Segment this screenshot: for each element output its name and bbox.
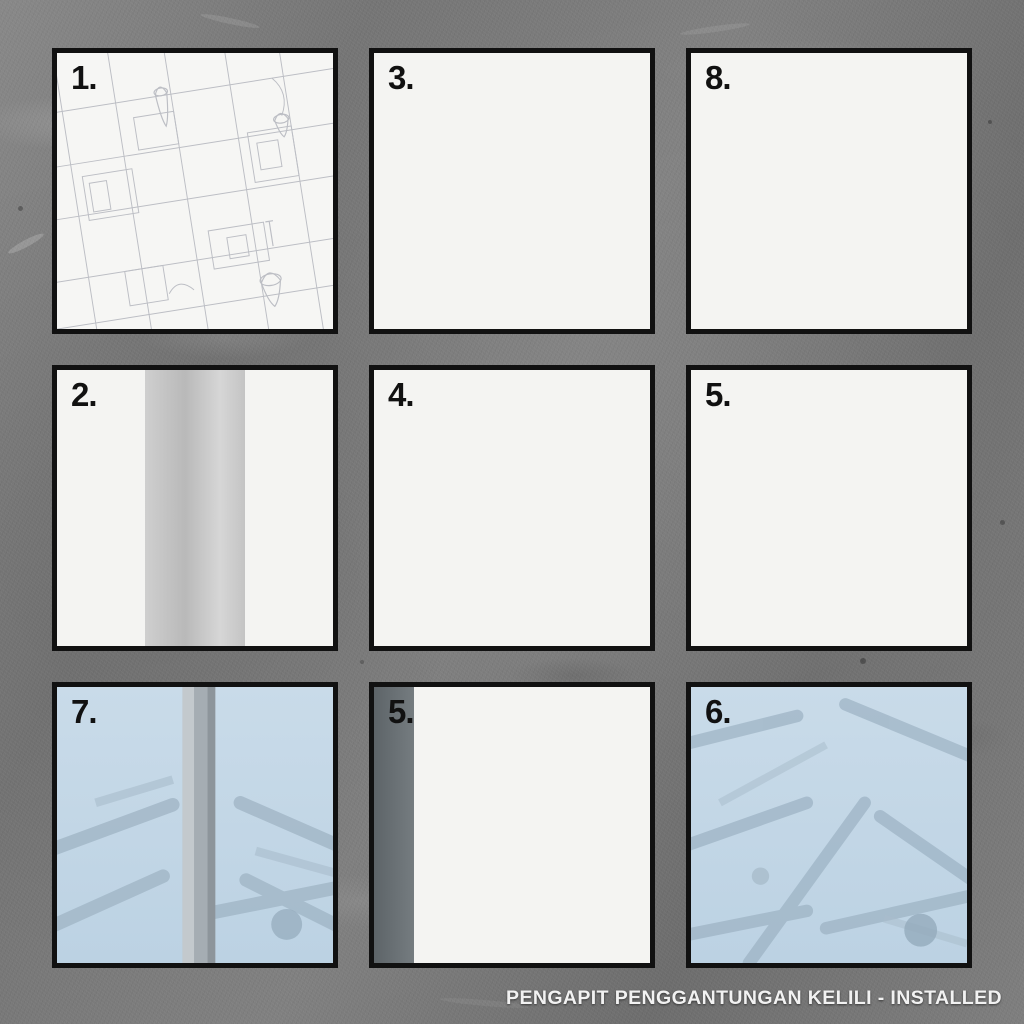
dark-post: [374, 687, 414, 963]
panel-number: 5.: [388, 693, 415, 730]
texture-speck: [360, 660, 364, 664]
plain-background: [374, 53, 650, 329]
panel-step-4: 4.: [369, 365, 655, 651]
vertical-post: [145, 370, 245, 646]
panel-number: 3.: [388, 59, 415, 96]
panel-step-6: 6.: [686, 682, 972, 968]
instruction-grid: 1.: [52, 48, 972, 968]
poster-caption: PENGAPIT PENGGANTUNGAN KELILI - INSTALLE…: [506, 987, 1002, 1009]
panel-number: 6.: [705, 693, 732, 730]
panel-number: 5.: [705, 376, 732, 413]
plain-background: [691, 53, 967, 329]
sky-background: [57, 687, 333, 963]
column-background: [57, 370, 333, 646]
blueprint-background: [57, 53, 333, 329]
plain-background: [374, 370, 650, 646]
panel-step-5b: 5.: [369, 682, 655, 968]
panel-number: 4.: [388, 376, 415, 413]
texture-speck: [860, 658, 866, 664]
panel-step-1: 1.: [52, 48, 338, 334]
texture-speck: [18, 206, 23, 211]
panel-number: 2.: [71, 376, 98, 413]
texture-speck: [1000, 520, 1005, 525]
plain-background: [374, 687, 650, 963]
plain-background: [691, 370, 967, 646]
panel-step-8: 8.: [686, 48, 972, 334]
panel-step-7: 7.: [52, 682, 338, 968]
panel-step-5a: 5.: [686, 365, 972, 651]
texture-speck: [988, 120, 992, 124]
panel-number: 7.: [71, 693, 98, 730]
sky-background: [691, 687, 967, 963]
panel-number: 1.: [71, 59, 98, 96]
panel-step-3: 3.: [369, 48, 655, 334]
panel-number: 8.: [705, 59, 732, 96]
panel-step-2: 2.: [52, 365, 338, 651]
